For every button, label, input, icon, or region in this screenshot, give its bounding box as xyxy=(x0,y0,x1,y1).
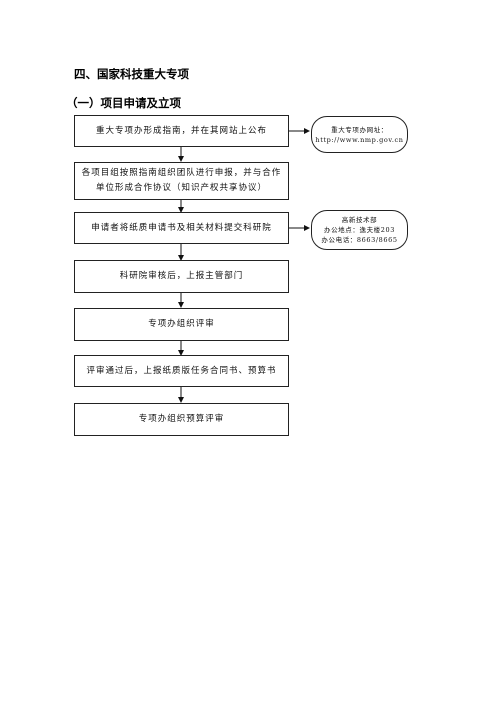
flow-step-6: 评审通过后，上报纸质版任务合同书、预算书 xyxy=(74,355,289,387)
flow-step-4: 科研院审核后，上报主管部门 xyxy=(74,260,289,293)
website-note: 重大专项办网址： http://www.nmp.gov.cn xyxy=(311,116,408,153)
flow-step-3-text: 申请者将纸质申请书及相关材料提交科研院 xyxy=(91,222,272,233)
flow-step-7-text: 专项办组织预算评审 xyxy=(138,414,225,424)
office-note-location: 办公地点：逸夫楼203 xyxy=(323,226,395,234)
flow-step-2: 各项目组按照指南组织团队进行申报，并与合作单位形成合作协议（知识产权共享协议） xyxy=(74,162,289,200)
section-title: 四、国家科技重大专项 xyxy=(74,67,189,81)
flow-step-1: 重大专项办形成指南，并在其网站上公布 xyxy=(74,115,289,147)
website-note-url: http://www.nmp.gov.cn xyxy=(315,135,404,144)
flow-step-3: 申请者将纸质申请书及相关材料提交科研院 xyxy=(74,212,289,244)
flow-step-5-text: 专项办组织评审 xyxy=(148,319,215,329)
office-note-department: 高新技术部 xyxy=(341,216,378,224)
flow-step-6-text: 评审通过后，上报纸质版任务合同书、预算书 xyxy=(86,365,277,376)
flow-step-1-text: 重大专项办形成指南，并在其网站上公布 xyxy=(95,125,267,136)
flow-step-7: 专项办组织预算评审 xyxy=(74,403,289,436)
subsection-title: （一）项目申请及立项 xyxy=(66,96,181,110)
flow-step-5: 专项办组织评审 xyxy=(74,308,289,341)
website-note-label: 重大专项办网址： xyxy=(331,125,388,134)
office-note: 高新技术部 办公地点：逸夫楼203 办公电话：8663/8665 xyxy=(311,210,408,250)
flow-step-4-text: 科研院审核后，上报主管部门 xyxy=(119,271,244,281)
flow-step-2-text: 各项目组按照指南组织团队进行申报，并与合作单位形成合作协议（知识产权共享协议） xyxy=(81,168,282,193)
office-note-phone: 办公电话：8663/8665 xyxy=(321,236,398,244)
